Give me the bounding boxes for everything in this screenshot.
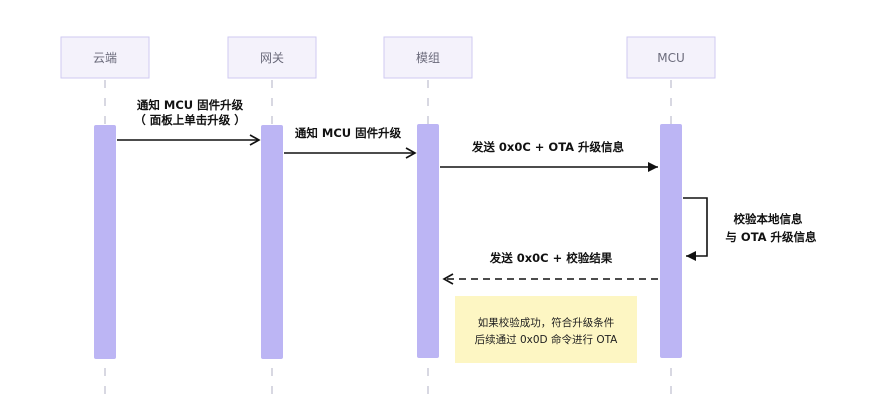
participant-label-mcu: MCU [657,51,685,65]
message-label-4a: 校验本地信息 [734,212,803,226]
note-box [455,296,637,363]
message-label-5: 发送 0x0C + 校验结果 [489,251,613,265]
activations [94,124,682,359]
message-gateway-to-module: 通知 MCU 固件升级 [284,126,417,159]
message-label-3: 发送 0x0C + OTA 升级信息 [471,140,625,154]
participant-label-gateway: 网关 [260,51,284,65]
note-line-1: 如果校验成功，符合升级条件 [478,316,615,329]
note-line-2: 后续通过 0x0D 命令进行 OTA [475,333,619,346]
message-label-4b: 与 OTA 升级信息 [725,230,817,244]
participant-box-mcu [626,36,716,79]
participant-mcu: MCU [626,36,716,79]
participant-label-module: 模组 [416,51,440,65]
activation-gateway [261,125,283,359]
message-label-1a: 通知 MCU 固件升级 [137,98,244,112]
participants: 云端 网关 模组 MCU [60,36,716,79]
message-arrow-4 [683,197,708,261]
messages: 通知 MCU 固件升级 （ 面板上单击升级 ） 通知 MCU 固件升级 发送 0… [117,98,817,285]
message-cloud-to-gateway: 通知 MCU 固件升级 （ 面板上单击升级 ） [117,98,261,146]
participant-box-module [383,36,473,79]
participant-box-cloud [60,36,150,79]
participant-module: 模组 [383,36,473,79]
message-label-1b: （ 面板上单击升级 ） [134,113,246,127]
participant-box-gateway [227,36,317,79]
message-label-2: 通知 MCU 固件升级 [295,126,402,140]
message-mcu-to-module: 发送 0x0C + 校验结果 [442,251,658,285]
activation-mcu [660,124,682,358]
note: 如果校验成功，符合升级条件 后续通过 0x0D 命令进行 OTA [455,296,637,363]
activation-cloud [94,125,116,359]
activation-module [417,124,439,358]
participant-label-cloud: 云端 [93,51,117,65]
message-mcu-self: 校验本地信息 与 OTA 升级信息 [683,197,817,261]
participant-gateway: 网关 [227,36,317,79]
message-module-to-mcu: 发送 0x0C + OTA 升级信息 [440,140,658,172]
participant-cloud: 云端 [60,36,150,79]
